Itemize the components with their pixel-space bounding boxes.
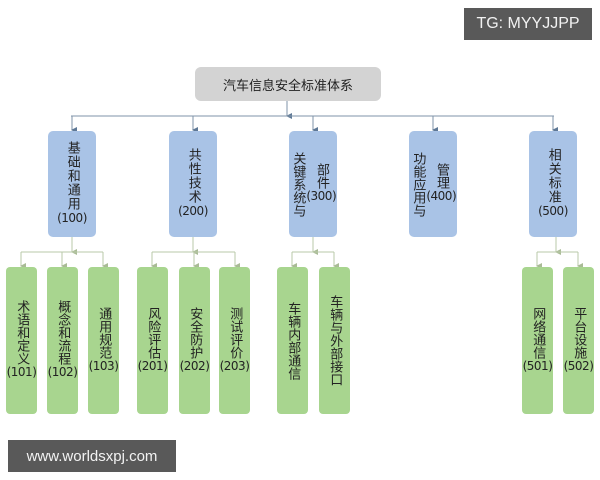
leaf-label: 车辆与外部接口 (327, 295, 343, 386)
category-node-400: 功能应用与 管理 (400) (409, 131, 457, 237)
category-label-col1: 功能应用与 (410, 151, 426, 217)
leaf-node-vehicle-internal-comm: 车辆内部通信 (277, 267, 308, 414)
leaf-label: 术语和定义 (14, 300, 30, 366)
leaf-code: (101) (6, 365, 37, 380)
category-node-500: 相关标准 (500) (529, 131, 577, 237)
leaf-label: 测试评价 (227, 306, 243, 359)
category-code: (500) (538, 204, 568, 219)
category-code: (200) (178, 204, 208, 219)
category-code: (300) (306, 189, 337, 204)
leaf-code: (102) (47, 365, 78, 380)
leaf-label: 风险评估 (145, 306, 161, 359)
leaf-label: 概念和流程 (55, 300, 71, 366)
category-code: (100) (57, 211, 87, 226)
category-label-col2: 部件 (314, 163, 329, 190)
leaf-node-101: 术语和定义(101) (6, 267, 37, 414)
leaf-node-103: 通用规范(103) (88, 267, 119, 414)
category-label-col1: 关键系统与 (290, 151, 306, 217)
leaf-code: (203) (219, 358, 250, 373)
category-label: 相关标准 (545, 148, 561, 205)
leaf-node-203: 测试评价(203) (219, 267, 250, 414)
category-label: 基础和通用 (64, 141, 80, 212)
leaf-label: 平台设施 (571, 306, 587, 359)
leaf-code: (502) (563, 358, 594, 373)
leaf-code: (501) (522, 358, 553, 373)
category-node-300: 关键系统与 部件 (300) (289, 131, 337, 237)
watermark-text: TG: MYYJJPP (476, 15, 580, 32)
leaf-node-202: 安全防护(202) (179, 267, 210, 414)
leaf-code: (202) (179, 358, 210, 373)
root-label: 汽车信息安全标准体系 (222, 78, 353, 94)
watermark-badge-top: TG: MYYJJPP (464, 8, 592, 40)
leaf-label: 通用规范 (96, 306, 112, 359)
category-code: (400) (426, 189, 457, 204)
leaf-label: 网络通信 (530, 306, 546, 359)
leaf-code: (201) (137, 358, 168, 373)
leaf-node-201: 风险评估(201) (137, 267, 168, 414)
leaf-label: 车辆内部通信 (285, 301, 301, 380)
leaf-node-vehicle-external-interface: 车辆与外部接口 (319, 267, 350, 414)
category-label-col2: 管理 (434, 163, 449, 190)
category-node-200: 共性技术 (200) (169, 131, 217, 237)
category-label: 共性技术 (185, 148, 201, 205)
leaf-label: 安全防护 (187, 306, 203, 359)
leaf-node-501: 网络通信(501) (522, 267, 553, 414)
root-node: 汽车信息安全标准体系 (195, 67, 381, 101)
watermark-text: www.worldsxpj.com (26, 447, 158, 465)
leaf-node-102: 概念和流程(102) (47, 267, 78, 414)
category-node-100: 基础和通用 (100) (48, 131, 96, 237)
leaf-node-502: 平台设施(502) (563, 267, 594, 414)
watermark-badge-bottom: www.worldsxpj.com (8, 440, 176, 472)
leaf-code: (103) (88, 358, 119, 373)
